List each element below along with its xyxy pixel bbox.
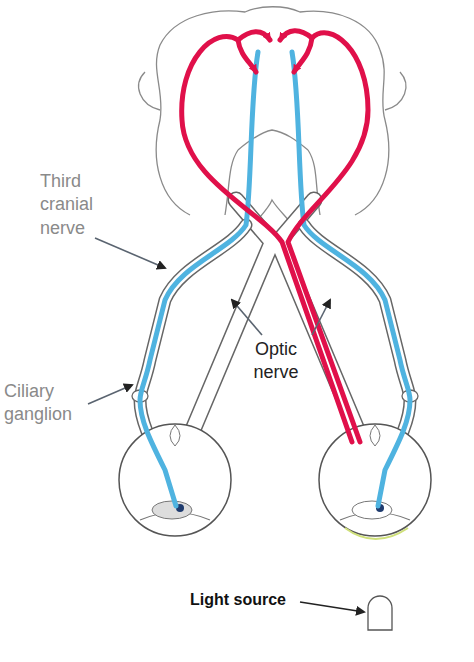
leader-lines [88,238,364,612]
callout-label: Light source [190,590,310,611]
lamp [368,596,392,630]
callout-label: Ciliary ganglion [4,380,84,427]
callout-label: Third cranial nerve [40,170,112,240]
callout-label: Optic nerve [236,338,316,385]
afferent-pathway [182,31,368,442]
